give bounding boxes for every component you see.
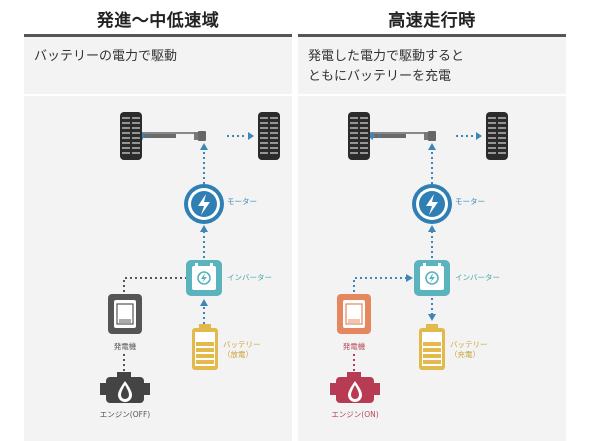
tire-left <box>120 112 142 160</box>
arrow-head-right <box>406 274 413 282</box>
engine-label: エンジン(ON) <box>331 410 379 419</box>
arrow-head-down <box>428 314 436 321</box>
inverter-icon <box>186 260 222 296</box>
description-line-2: ともにバッテリーを充電 <box>308 69 452 84</box>
differential <box>428 131 436 141</box>
engine-label: エンジン(OFF) <box>99 410 151 419</box>
motor-icon <box>184 184 224 224</box>
tire-right <box>258 112 280 160</box>
panel-title: 高速走行時 <box>388 11 476 31</box>
right-panel: 高速走行時 発電した電力で駆動すると ともにバッテリーを充電 <box>298 0 566 441</box>
battery-label: バッテリー <box>450 340 488 349</box>
generator-icon <box>337 294 371 334</box>
inverter-label: インバーター <box>455 273 500 282</box>
panel-title: 発進〜中低速域 <box>96 11 220 31</box>
title-underline <box>24 34 292 37</box>
battery-state-label: （充電） <box>450 350 480 359</box>
battery-label: バッテリー <box>223 340 261 349</box>
axle <box>360 131 436 141</box>
left-diagram <box>100 112 280 403</box>
description-line-1: 発電した電力で駆動すると <box>308 49 465 64</box>
arrow-head-up <box>200 143 208 150</box>
motor-icon <box>412 184 452 224</box>
left-panel: 発進〜中低速域 バッテリーの電力で駆動 <box>24 0 292 441</box>
arrow-head-right <box>248 132 254 140</box>
axle <box>132 131 206 141</box>
generator-label: 発電機 <box>342 342 366 351</box>
arrow-head-right <box>476 132 482 140</box>
generator-icon <box>108 294 142 334</box>
engine-icon <box>100 372 150 403</box>
battery-icon <box>419 324 445 370</box>
right-diagram <box>330 112 508 403</box>
tire-left <box>348 112 370 160</box>
engine-icon <box>330 372 380 403</box>
description-text: バッテリーの電力で駆動 <box>34 49 178 64</box>
battery-state-label: （放電） <box>223 350 253 359</box>
description-text: 発電した電力で駆動すると ともにバッテリーを充電 <box>308 47 464 87</box>
description-box: バッテリーの電力で駆動 <box>24 37 292 94</box>
diagram-background <box>24 96 292 441</box>
generator-to-inverter-arrow <box>353 277 406 292</box>
inverter-label: インバーター <box>227 273 272 282</box>
generator-link <box>123 277 186 292</box>
tire-right <box>486 112 508 160</box>
inverter-icon <box>414 260 450 296</box>
description-box: 発電した電力で駆動すると ともにバッテリーを充電 <box>298 37 566 94</box>
title-underline <box>298 34 566 37</box>
arrow-head-up <box>200 225 208 232</box>
arrow-head-up <box>200 299 208 306</box>
motor-label: モーター <box>227 197 257 206</box>
differential <box>198 131 206 141</box>
arrow-head-up <box>428 143 436 150</box>
motor-label: モーター <box>455 197 485 206</box>
arrow-head-up <box>428 225 436 232</box>
generator-label: 発電機 <box>113 342 137 351</box>
battery-icon <box>192 324 218 370</box>
